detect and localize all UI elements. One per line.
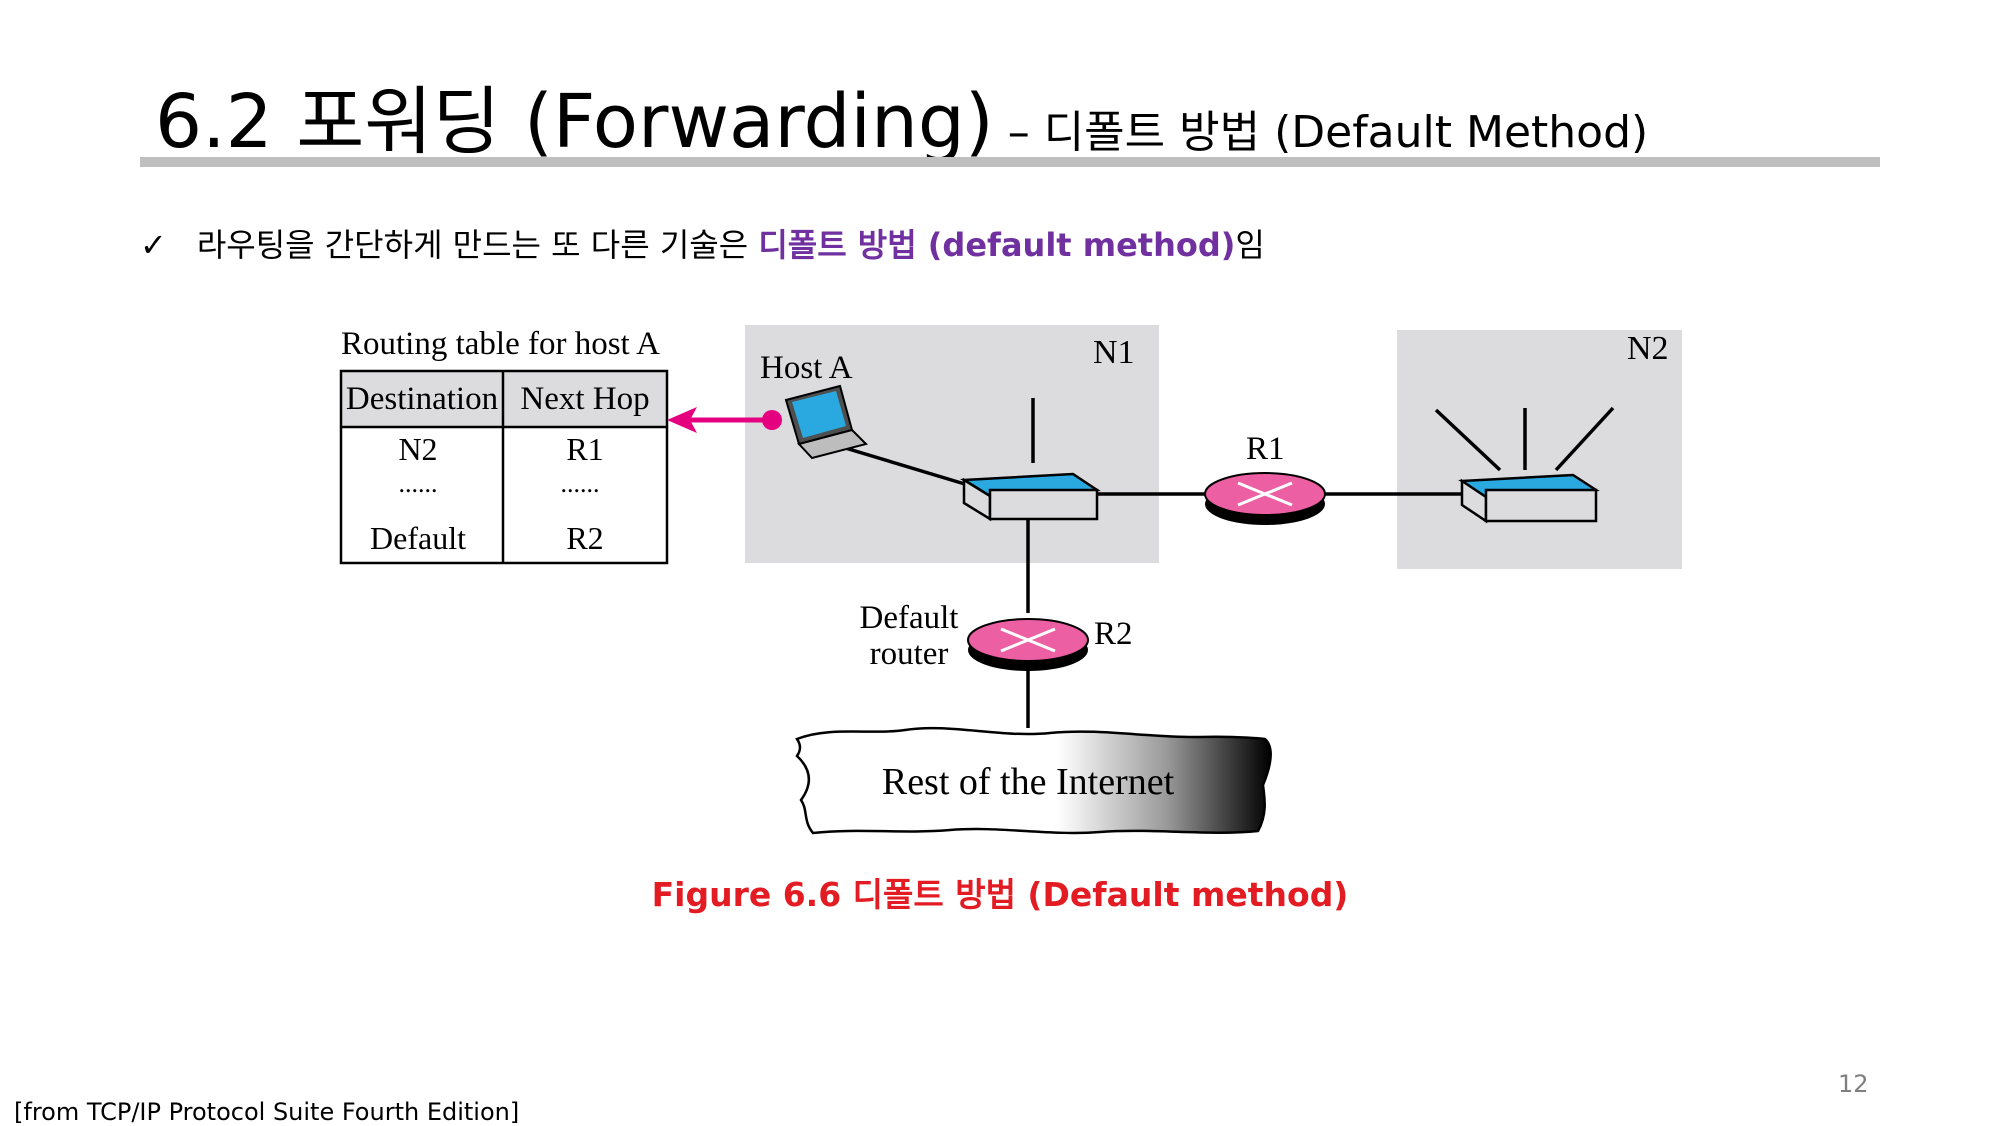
- source-note: [from TCP/IP Protocol Suite Fourth Editi…: [14, 1098, 520, 1126]
- router-r2-icon: [967, 618, 1089, 671]
- host-a-label: Host A: [760, 350, 853, 386]
- network-n1-label: N1: [1093, 334, 1135, 371]
- table-header-destination: Destination: [346, 381, 498, 417]
- router-r1-label: R1: [1246, 431, 1285, 467]
- table-pointer-arrow: [667, 407, 782, 433]
- table-header-next-hop: Next Hop: [520, 381, 649, 417]
- default-router-label-line1: Default: [860, 600, 959, 636]
- bullet-text-end: 임: [1235, 226, 1265, 264]
- page-number: 12: [1838, 1070, 1869, 1098]
- title-subtitle: – 디폴트 방법 (Default Method): [993, 107, 1649, 158]
- figure-caption: Figure 6.6 디폴트 방법 (Default method): [651, 875, 1349, 914]
- bullet-text: 라우팅을 간단하게 만드는 또 다른 기술은: [196, 226, 759, 264]
- router-r2-label: R2: [1094, 616, 1133, 652]
- bullet-emphasis: 디폴트 방법 (default method): [758, 226, 1236, 264]
- slide-title: 6.2 포워딩 (Forwarding) – 디폴트 방법 (Default M…: [155, 62, 1648, 169]
- table-cell-dest-1: N2: [398, 431, 437, 467]
- internet-cloud-shape: [795, 726, 1272, 835]
- network-links: [841, 398, 1615, 728]
- table-cell-hop-3: R2: [566, 520, 603, 556]
- table-cell-dest-2: ......: [399, 469, 438, 498]
- title-underline: [140, 157, 1880, 167]
- title-main: 6.2 포워딩 (Forwarding): [155, 79, 994, 165]
- switch-n2-icon: [1458, 473, 1600, 524]
- table-cell-dest-3: Default: [370, 520, 466, 556]
- table-cell-hop-1: R1: [566, 431, 603, 467]
- routing-table: Destination Next Hop N2 R1 ...... ......…: [339, 369, 669, 565]
- table-cell-hop-2: ......: [561, 469, 600, 498]
- bullet-point: ✓ 라우팅을 간단하게 만드는 또 다른 기술은 디폴트 방법 (default …: [140, 220, 1265, 266]
- laptop-icon: [784, 384, 868, 460]
- router-r1-icon: [1204, 472, 1326, 525]
- network-n2-area: [1397, 330, 1682, 569]
- checkmark-icon: ✓: [140, 226, 167, 264]
- internet-label: Rest of the Internet: [882, 761, 1175, 803]
- switch-n1-icon: [959, 472, 1101, 522]
- default-router-label-line2: router: [870, 636, 949, 672]
- routing-table-title: Routing table for host A: [341, 326, 660, 362]
- network-n2-label: N2: [1627, 330, 1669, 367]
